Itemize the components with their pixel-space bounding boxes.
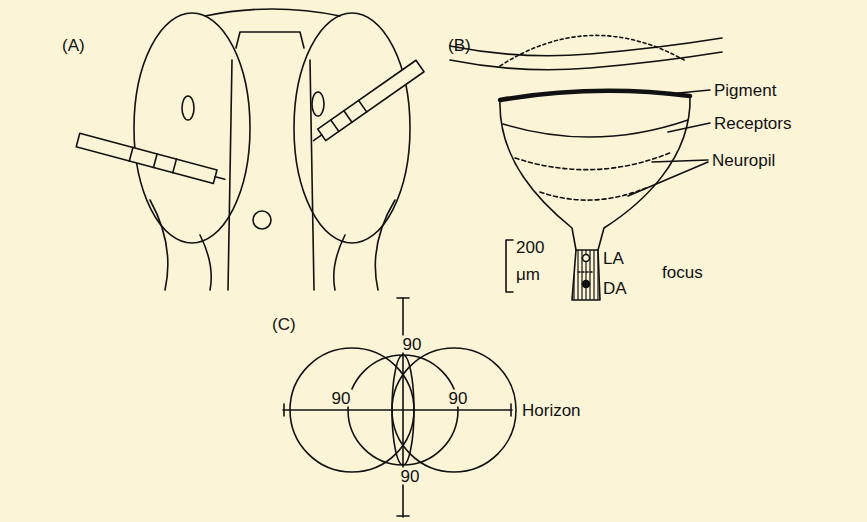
face-line-left — [228, 60, 232, 290]
focus-marker — [578, 271, 594, 273]
eyecup-left — [500, 100, 576, 250]
horizon-axis — [283, 409, 512, 411]
ocellus-left — [182, 96, 194, 120]
leader-line — [668, 123, 710, 132]
cuticle-lower — [450, 52, 722, 70]
visual-field-plot — [283, 298, 516, 517]
angle-value: 90 — [401, 336, 424, 353]
field-median — [348, 355, 458, 465]
focus-marker — [583, 255, 590, 262]
field-right — [392, 348, 516, 472]
pigment-layer — [500, 91, 690, 100]
axis-tick — [510, 404, 512, 416]
mouthpart-inner-right — [334, 235, 345, 290]
leader-line — [652, 160, 708, 162]
ocellus-section — [450, 35, 722, 300]
focus-label: DA — [603, 280, 627, 297]
mouthpart-right — [375, 200, 395, 290]
electrode-mark — [359, 100, 367, 111]
scale-unit: μm — [516, 266, 540, 283]
mouthpart-inner-left — [200, 235, 211, 290]
part-label: Neuropil — [712, 152, 775, 169]
part-label: Pigment — [714, 82, 776, 99]
electrode-mark — [344, 111, 352, 122]
panel-letter: (A) — [62, 37, 85, 54]
scale-bar — [506, 240, 513, 292]
electrode-tip — [215, 177, 225, 180]
median-ocellus — [253, 211, 271, 229]
mouthpart-left — [150, 200, 168, 290]
electrode-mark — [173, 159, 177, 173]
electrode-right — [309, 60, 424, 146]
cuticle-upper — [450, 38, 722, 56]
part-label: Receptors — [714, 115, 791, 132]
scale-value: 200 — [516, 239, 544, 256]
focus-label: focus — [662, 264, 703, 281]
compound-eye-left — [134, 13, 250, 243]
receptor-boundary — [503, 120, 688, 137]
neuropil-boundary — [515, 152, 672, 170]
ocellus-right — [312, 92, 324, 116]
focus-label: LA — [603, 250, 624, 267]
electrode-mark — [153, 154, 157, 168]
electrode-mark — [129, 147, 133, 161]
insect-head — [76, 9, 424, 290]
leader-line — [668, 90, 710, 94]
lens-dome — [500, 35, 684, 66]
panel-letter: (C) — [272, 316, 296, 333]
head-top — [205, 9, 340, 16]
neuropil-boundary — [540, 188, 646, 200]
panel-letter: (B) — [448, 37, 471, 54]
electrode-body — [318, 60, 424, 140]
axis-tick — [397, 297, 409, 299]
head-clypeus — [236, 32, 304, 48]
electrode-tip — [314, 135, 322, 141]
focus-marker — [583, 281, 590, 288]
ocellar-nerve — [572, 250, 600, 300]
angle-value: 90 — [399, 468, 422, 485]
axis-tick — [283, 404, 285, 416]
electrode-mark — [331, 120, 339, 131]
electrode-body — [76, 133, 217, 183]
field-left — [290, 348, 414, 472]
angle-value: 90 — [330, 390, 353, 407]
eyecup-right — [598, 96, 690, 250]
axis-label: Horizon — [522, 402, 581, 419]
angle-value: 90 — [447, 390, 470, 407]
field-overlap — [392, 355, 414, 465]
axis-tick — [397, 515, 409, 517]
leader-line — [628, 162, 708, 196]
electrode-left — [76, 133, 226, 186]
